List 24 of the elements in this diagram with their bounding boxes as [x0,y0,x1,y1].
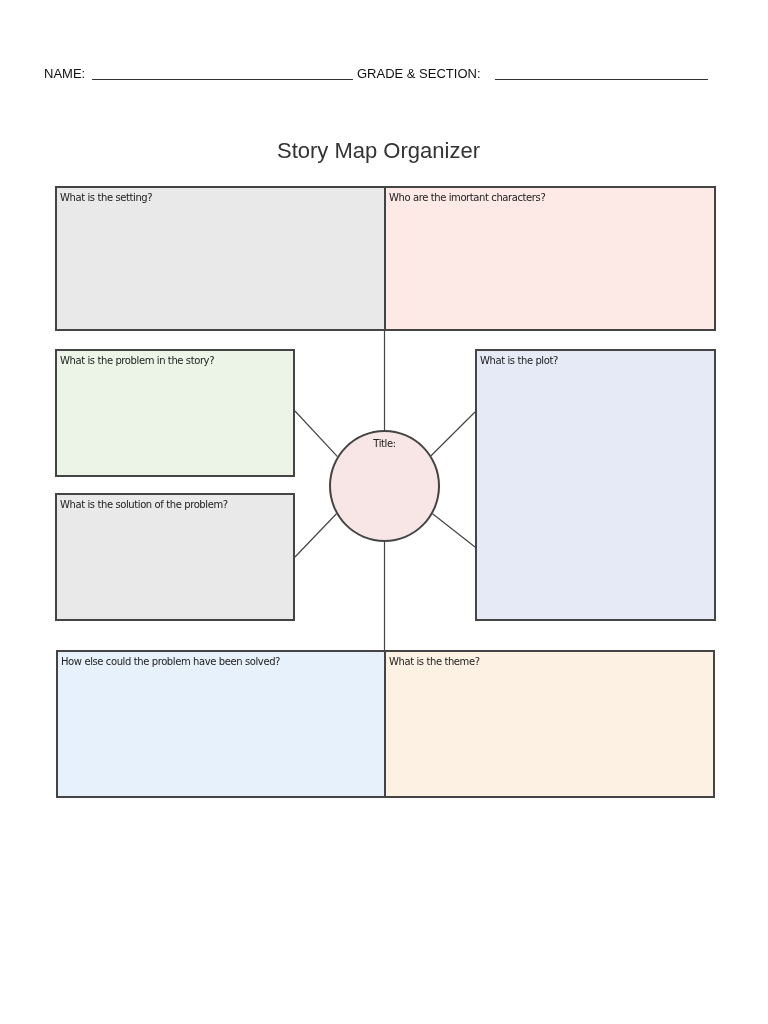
connector-line [430,411,476,457]
connector-line [383,540,386,651]
connector-line [294,410,339,458]
title: Story Map Organizer [277,138,480,164]
prompt-text: Title: [372,438,397,449]
prompt-text: How else could the problem have been solved? [61,656,280,667]
prompt-text: What is the problem in the story? [60,355,215,366]
connector-line [383,330,386,432]
question-box [55,186,386,331]
question-box [475,349,716,621]
prompt-text: Who are the imortant characters? [389,192,546,203]
prompt-text: What is the solution of the problem? [60,499,228,510]
prompt-text: What is the plot? [480,355,558,366]
connector-line [431,513,476,548]
field-label: NAME: [44,66,86,81]
question-box [55,349,295,477]
question-box [55,493,295,621]
prompt-text: What is the setting? [60,192,153,203]
question-box [384,186,716,331]
field-label: GRADE & SECTION: [357,66,481,81]
prompt-text: What is the theme? [389,656,480,667]
question-box [56,650,386,798]
question-box [384,650,715,798]
connector-line [294,513,338,558]
